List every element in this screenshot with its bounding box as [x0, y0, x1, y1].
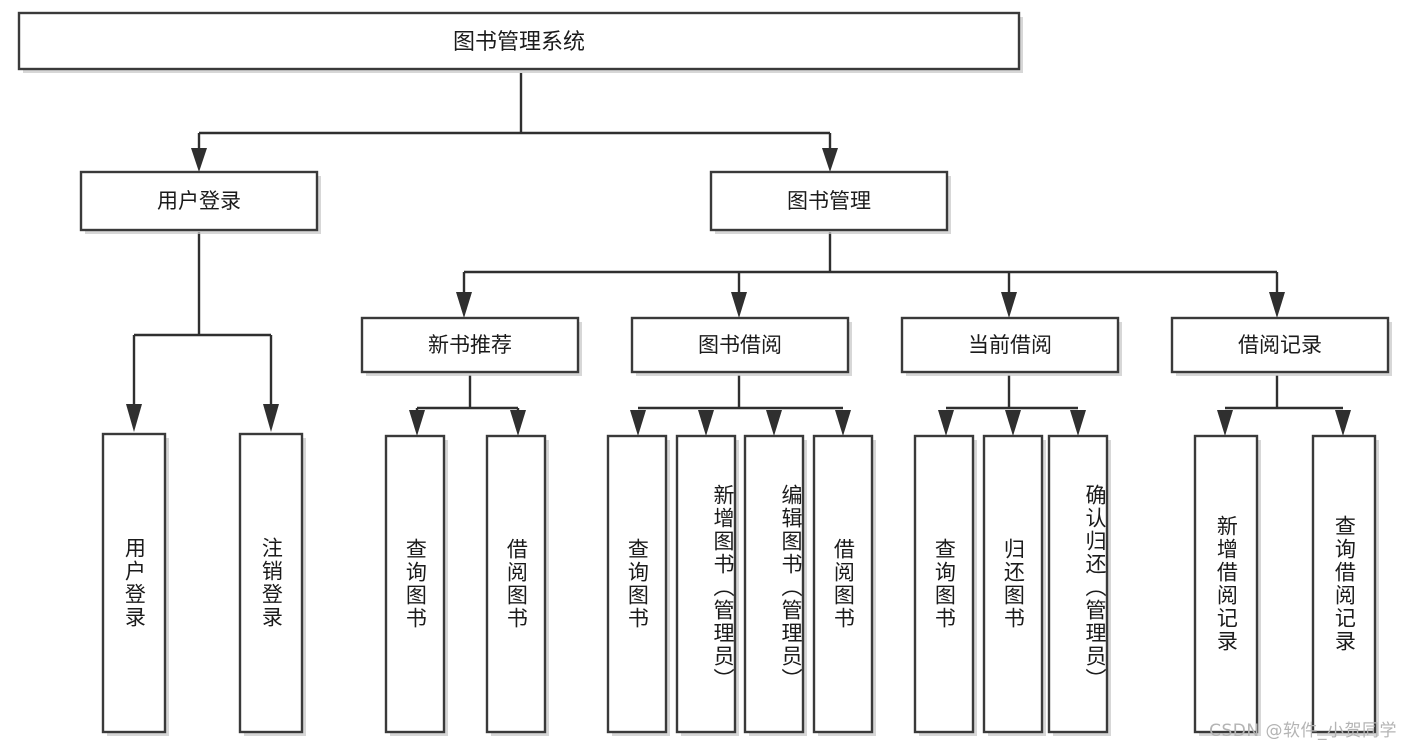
book-management-label: 图书管理 — [787, 189, 871, 213]
arrowhead-borrow-record — [1269, 292, 1285, 318]
leaf-br-query-box[interactable] — [1311, 434, 1377, 734]
arrowhead-bb-leaf2 — [698, 410, 714, 436]
user-login-label: 用户登录 — [157, 189, 241, 213]
leaf-node-cb-return-book[interactable] — [982, 434, 1046, 736]
leaf-node-nb-query-book[interactable] — [384, 434, 448, 736]
node-new-book-recommend[interactable]: 新书推荐 — [360, 316, 582, 376]
leaf-bb-add-box[interactable] — [675, 434, 737, 734]
leaf-node-bb-borrow-book[interactable] — [812, 434, 876, 736]
book-management-box[interactable] — [709, 170, 949, 232]
user-login-box[interactable] — [79, 170, 319, 232]
leaf-node-cb-query-book[interactable] — [913, 434, 977, 736]
node-user-login[interactable]: 用户登录 — [79, 170, 321, 234]
leaf-br-add-box[interactable] — [1193, 434, 1259, 734]
arrowhead-br-leaf2 — [1335, 410, 1351, 436]
leaf-bb-edit-box[interactable] — [743, 434, 805, 734]
new-book-box[interactable] — [360, 316, 580, 374]
connector-layer — [126, 73, 1351, 436]
borrow-record-box[interactable] — [1170, 316, 1390, 374]
leaf-node-cb-confirm-return[interactable] — [1047, 434, 1111, 736]
leaf-node-logout[interactable] — [238, 432, 306, 736]
csdn-watermark: CSDN @软件_小贺同学 — [1209, 721, 1397, 741]
leaf-node-bb-query-book[interactable] — [606, 434, 670, 736]
arrowhead-bb-leaf4 — [835, 410, 851, 436]
book-borrow-box[interactable] — [630, 316, 850, 374]
root-label: 图书管理系统 — [453, 30, 585, 55]
arrowhead-current-borrow — [1001, 292, 1017, 318]
borrow-record-label: 借阅记录 — [1238, 333, 1322, 357]
leaf-logout-box[interactable] — [238, 432, 304, 734]
leaf-node-bb-add-book[interactable] — [675, 434, 739, 736]
node-borrow-record[interactable]: 借阅记录 — [1170, 316, 1392, 376]
root-box[interactable] — [17, 11, 1021, 71]
arrowhead-bb-leaf1 — [630, 410, 646, 436]
arrowhead-leaf-logout — [263, 404, 279, 432]
leaf-node-br-query-record[interactable] — [1311, 434, 1379, 736]
arrowhead-cb-leaf1 — [938, 410, 954, 436]
node-book-management[interactable]: 图书管理 — [709, 170, 951, 234]
arrowhead-book-borrow — [731, 292, 747, 318]
node-root-book-management-system[interactable]: 图书管理系统 — [17, 11, 1023, 73]
arrowhead-cb-leaf3 — [1070, 410, 1086, 436]
leaf-cb-confirm-box[interactable] — [1047, 434, 1109, 734]
arrowhead-book-manage — [822, 148, 838, 172]
leaf-node-nb-borrow-book[interactable] — [485, 434, 549, 736]
leaf-node-br-add-record[interactable] — [1193, 434, 1261, 736]
arrowhead-new-book — [456, 292, 472, 318]
arrowhead-bb-leaf3 — [766, 410, 782, 436]
leaf-node-bb-edit-book[interactable] — [743, 434, 807, 736]
arrowhead-nb-leaf1 — [409, 410, 425, 436]
leaf-cb-return-box[interactable] — [982, 434, 1044, 734]
leaf-node-user-login[interactable] — [101, 432, 169, 736]
arrowhead-leaf-user-login — [126, 404, 142, 432]
leaf-bb-query-box[interactable] — [606, 434, 668, 734]
leaf-cb-query-box[interactable] — [913, 434, 975, 734]
leaf-nb-query-box[interactable] — [384, 434, 446, 734]
node-book-borrow[interactable]: 图书借阅 — [630, 316, 852, 376]
arrowhead-br-leaf1 — [1217, 410, 1233, 436]
current-borrow-box[interactable] — [900, 316, 1120, 374]
arrowhead-user-login — [191, 148, 207, 172]
leaf-user-login-box[interactable] — [101, 432, 167, 734]
book-borrow-label: 图书借阅 — [698, 333, 782, 357]
arrowhead-cb-leaf2 — [1005, 410, 1021, 436]
leaf-nb-borrow-box[interactable] — [485, 434, 547, 734]
current-borrow-label: 当前借阅 — [968, 333, 1052, 357]
node-current-borrow[interactable]: 当前借阅 — [900, 316, 1122, 376]
arrowhead-nb-leaf2 — [510, 410, 526, 436]
new-book-label: 新书推荐 — [428, 333, 512, 357]
leaf-bb-borrow-box[interactable] — [812, 434, 874, 734]
